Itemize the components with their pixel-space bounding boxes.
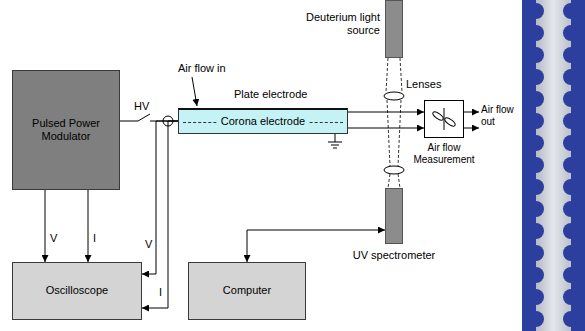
modulator-box: Pulsed Power Modulator bbox=[12, 70, 120, 190]
wire-connector bbox=[142, 121, 178, 274]
fan-symbol bbox=[432, 108, 457, 130]
hv-switch bbox=[138, 114, 150, 121]
current-probe bbox=[163, 116, 173, 126]
node-text: Pulsed Power Modulator bbox=[17, 117, 115, 143]
node-text: Air flow Measurement bbox=[407, 142, 481, 166]
part-label: Plate electrode bbox=[234, 88, 307, 101]
node-text: UV spectrometer bbox=[344, 249, 444, 262]
air-out-arrow bbox=[464, 128, 479, 129]
node-text: Oscilloscope bbox=[46, 284, 108, 297]
spectrometer: UV spectrometer bbox=[385, 188, 403, 244]
part-label: Lenses bbox=[406, 78, 441, 91]
signal-label: I bbox=[158, 286, 163, 299]
lens bbox=[384, 92, 404, 100]
air-in-arrow bbox=[192, 77, 197, 106]
switch-gap bbox=[138, 117, 150, 125]
wire-connector bbox=[45, 190, 46, 262]
lens bbox=[384, 166, 404, 174]
wire-connector bbox=[88, 190, 89, 262]
wire-connector bbox=[348, 128, 424, 129]
wire-connector bbox=[348, 112, 424, 113]
node-text: Corona electrode bbox=[218, 115, 308, 128]
signal-label: V bbox=[49, 232, 58, 245]
node-text: Computer bbox=[223, 284, 271, 297]
signal-label: HV bbox=[133, 100, 150, 113]
signal-label: I bbox=[92, 232, 97, 245]
reactor-box: Corona electrode bbox=[178, 108, 348, 134]
electrode-photo bbox=[522, 0, 585, 331]
flow-label: Air flow in bbox=[178, 62, 226, 75]
node-text: Deuterium light source bbox=[300, 11, 380, 37]
flow-meter: Air flow Measurement bbox=[424, 100, 464, 138]
instrument-box: Oscilloscope bbox=[12, 262, 142, 320]
flow-label: Air flow out bbox=[481, 104, 521, 128]
signal-label: V bbox=[144, 238, 153, 251]
light-source: Deuterium light source bbox=[385, 0, 403, 58]
air-out-arrow bbox=[464, 112, 479, 113]
ground-symbol bbox=[328, 134, 342, 148]
instrument-box: Computer bbox=[188, 262, 306, 320]
electrode-teeth bbox=[522, 0, 585, 331]
wire-connector bbox=[142, 121, 178, 308]
